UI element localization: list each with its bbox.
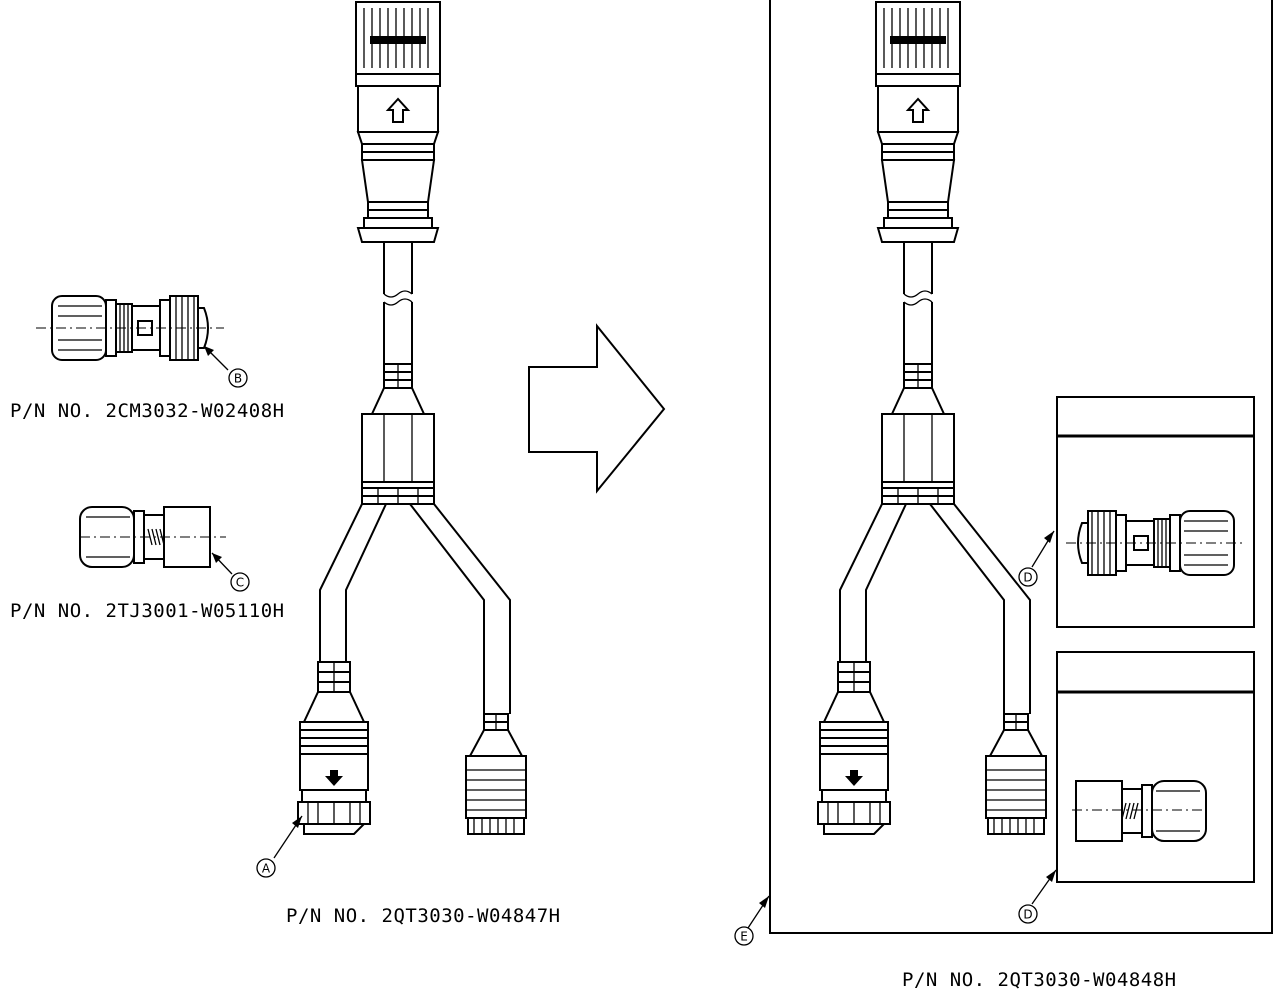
callout-d-lower: D: [1018, 904, 1038, 924]
cable-assembly-replacement: [818, 2, 1046, 834]
connector-c-drawing: [79, 506, 233, 575]
callout-a: A: [256, 858, 276, 878]
pn-label-b: P/N NO. 2CM3032-W02408H: [10, 400, 285, 422]
callout-e: E: [734, 926, 754, 946]
svg-text:B: B: [234, 372, 242, 386]
pn-label-replacement: P/N NO. 2QT3030-W04848H: [902, 969, 1177, 991]
inset-box-d-lower: [1056, 651, 1255, 883]
svg-text:D: D: [1023, 908, 1032, 922]
callout-b: B: [228, 368, 248, 388]
replacement-frame: [769, 0, 1273, 934]
svg-text:D: D: [1023, 571, 1032, 585]
big-arrow: [528, 323, 666, 494]
svg-text:E: E: [740, 930, 748, 944]
pn-label-original: P/N NO. 2QT3030-W04847H: [286, 905, 561, 927]
callout-c: C: [230, 572, 250, 592]
pn-label-c: P/N NO. 2TJ3001-W05110H: [10, 600, 285, 622]
cable-assembly-original: [298, 2, 526, 834]
connector-b-drawing: [36, 295, 229, 371]
svg-text:C: C: [236, 576, 244, 590]
svg-text:A: A: [262, 862, 271, 876]
inset-box-d-upper: [1056, 396, 1255, 628]
callout-d-upper: D: [1018, 567, 1038, 587]
